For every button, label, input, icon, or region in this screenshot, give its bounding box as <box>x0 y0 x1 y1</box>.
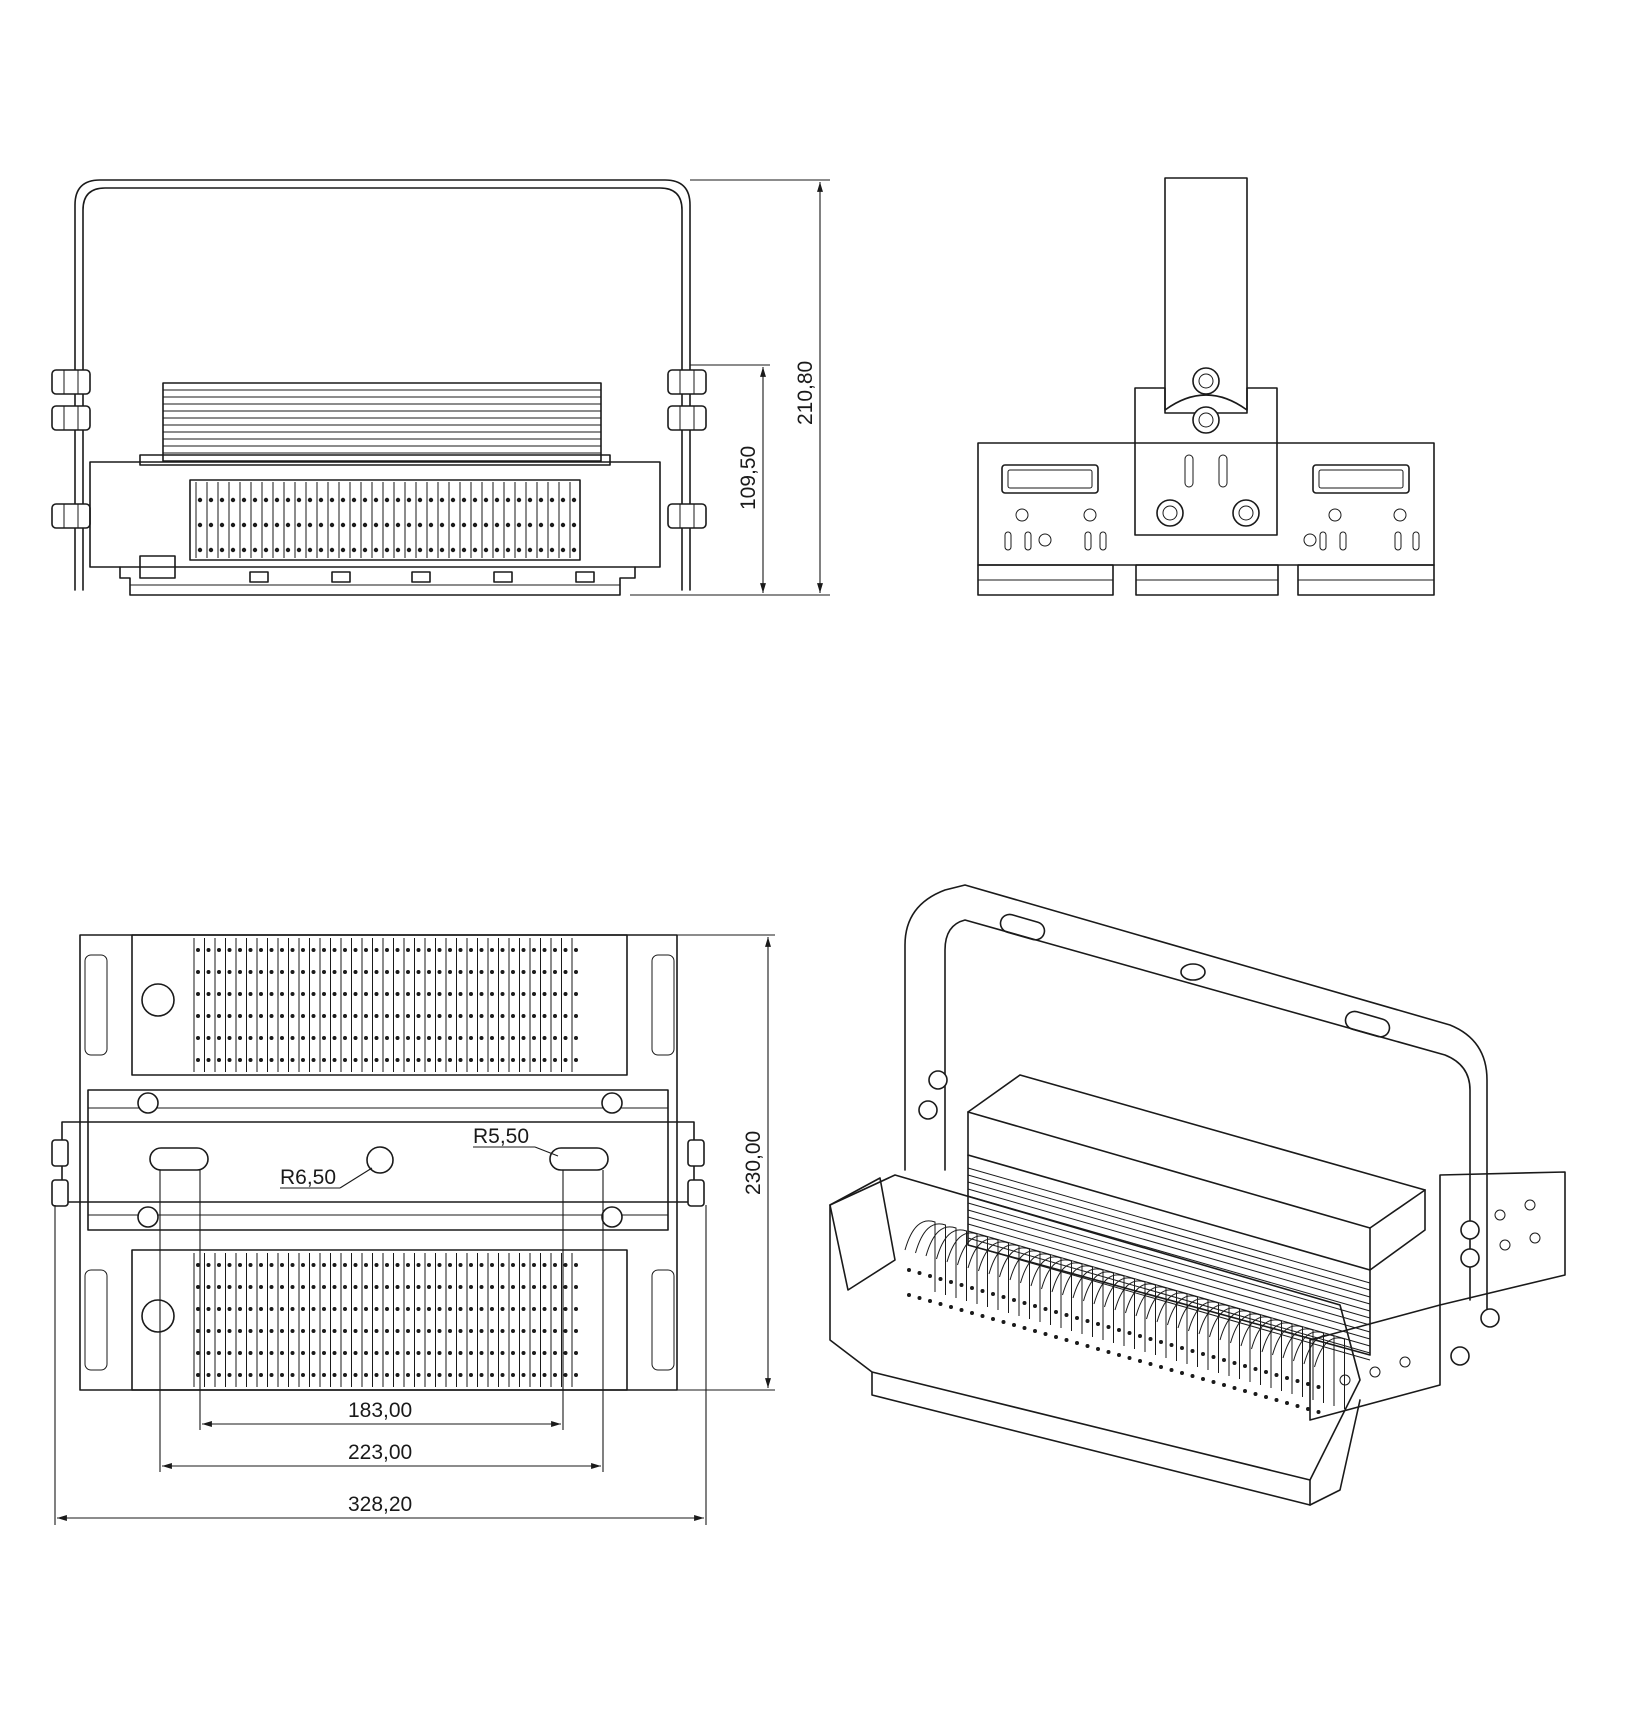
dim-height-total: 210,80 <box>794 361 817 425</box>
led-panel-bottom <box>131 1249 628 1391</box>
iso-driver <box>967 1074 1426 1361</box>
radius-slot-label: R5,50 <box>473 1125 529 1148</box>
gland-top <box>141 983 175 1017</box>
led-panel-top <box>131 934 628 1076</box>
dim-height-body: 109,50 <box>737 446 760 510</box>
led-module <box>189 479 581 561</box>
gland-bottom <box>141 1299 175 1333</box>
center-hole <box>366 1146 394 1174</box>
side-slots <box>1001 454 1410 494</box>
front-dimensions: 210,80 109,50 <box>630 179 830 596</box>
pivot-plate <box>1134 387 1278 444</box>
side-view <box>977 177 1435 596</box>
iso-plate-right <box>1439 1171 1566 1306</box>
pivot-bolts <box>1156 367 1260 527</box>
mounting-bracket <box>74 179 691 591</box>
dim-height: 230,00 <box>742 1131 765 1195</box>
dim-slot-outer: 223,00 <box>348 1441 412 1464</box>
isometric-view <box>829 884 1566 1506</box>
radius-callouts: R6,50 R5,50 <box>280 1125 559 1189</box>
bracket-bolts-right <box>667 369 707 529</box>
bracket-bolts-left <box>51 369 91 529</box>
iso-plate-left <box>829 1177 896 1291</box>
lamp-body <box>89 461 661 568</box>
radius-hole-label: R6,50 <box>280 1166 336 1189</box>
iso-tray <box>829 1174 1361 1506</box>
mounting-slot-left <box>149 1147 209 1171</box>
dim-width-total: 328,20 <box>348 1493 412 1516</box>
driver-strip <box>51 1089 705 1231</box>
driver-housing <box>162 382 602 462</box>
lamp-base <box>119 566 636 596</box>
dim-slot-inner: 183,00 <box>348 1399 412 1422</box>
mounting-slot-right <box>549 1147 609 1171</box>
bottom-view: R6,50 R5,50 183,00 223,00 328,20 230,00 <box>51 934 775 1525</box>
iso-bolts <box>918 1070 1500 1366</box>
iso-bracket <box>904 884 1488 1311</box>
side-frame <box>977 442 1435 566</box>
front-view: 210,80 109,50 <box>51 179 830 596</box>
side-feet <box>977 564 1435 596</box>
bottom-dimensions: 183,00 223,00 328,20 230,00 <box>54 934 775 1525</box>
